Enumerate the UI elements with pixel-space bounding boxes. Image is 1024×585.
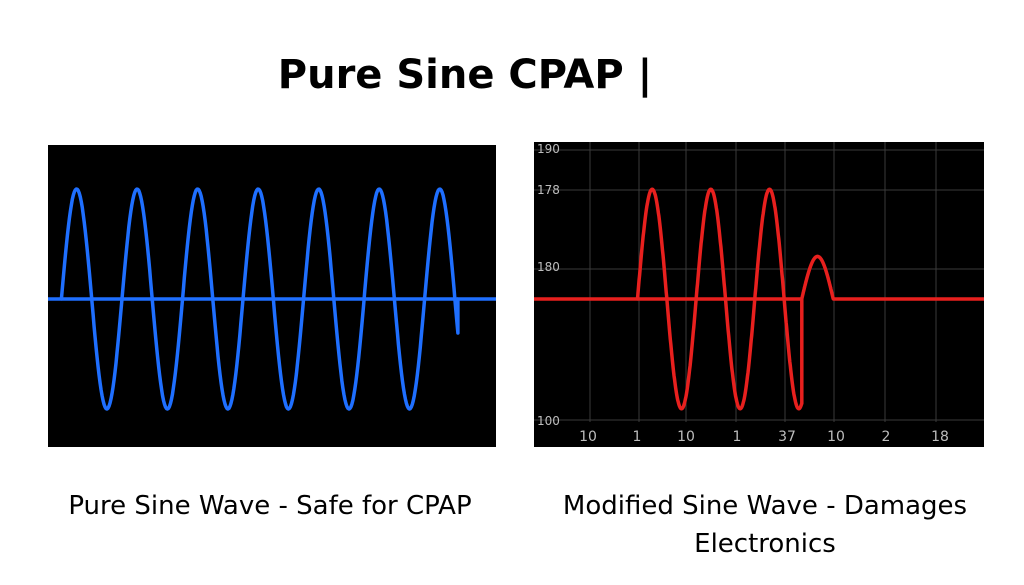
page-title: Pure Sine CPAP | bbox=[277, 52, 653, 98]
x-tick-label: 18 bbox=[931, 429, 949, 445]
grid-lines bbox=[534, 142, 984, 422]
y-tick-label: 178 bbox=[537, 183, 560, 197]
x-tick-label: 10 bbox=[579, 429, 597, 445]
modified-sine-plot: 190 178 180 100 10 1 10 1 37 10 2 18 bbox=[534, 142, 984, 445]
pure-sine-chart bbox=[48, 145, 496, 447]
y-tick-label: 180 bbox=[537, 260, 560, 274]
y-tick-label: 100 bbox=[537, 414, 560, 428]
pure-sine-plot bbox=[48, 187, 496, 411]
y-tick-label: 190 bbox=[537, 142, 560, 156]
x-tick-label: 1 bbox=[733, 429, 742, 445]
wave-line bbox=[534, 187, 984, 411]
pure-sine-caption: Pure Sine Wave - Safe for CPAP bbox=[68, 491, 472, 521]
x-tick-label: 10 bbox=[677, 429, 695, 445]
modified-sine-chart: 190 178 180 100 10 1 10 1 37 10 2 18 bbox=[534, 142, 984, 447]
x-tick-label: 1 bbox=[633, 429, 642, 445]
wave-line bbox=[48, 187, 496, 411]
x-tick-label: 37 bbox=[778, 429, 796, 445]
modified-sine-caption: Modified Sine Wave - Damages Electronics bbox=[562, 491, 968, 559]
x-tick-label: 2 bbox=[882, 429, 891, 445]
x-tick-label: 10 bbox=[827, 429, 845, 445]
